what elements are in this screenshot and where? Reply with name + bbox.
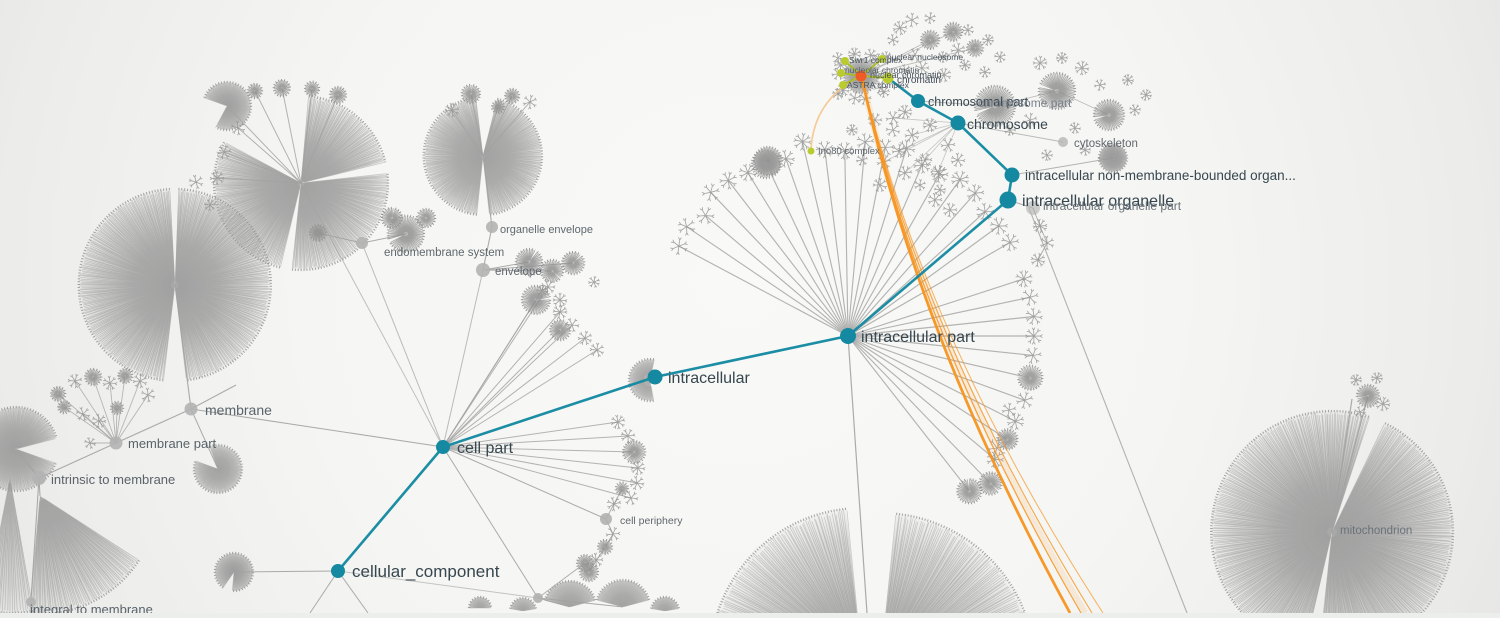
svg-text:chromosome part: chromosome part	[978, 96, 1072, 110]
svg-text:membrane: membrane	[205, 402, 272, 418]
svg-text:endomembrane system: endomembrane system	[384, 247, 504, 259]
svg-text:intracellular part: intracellular part	[861, 329, 975, 346]
svg-text:envelope: envelope	[495, 266, 542, 278]
svg-text:chromosome: chromosome	[967, 116, 1048, 132]
svg-text:cell part: cell part	[457, 440, 514, 457]
svg-text:Ino80 complex: Ino80 complex	[818, 146, 880, 157]
svg-text:ASTRA complex: ASTRA complex	[847, 80, 910, 90]
svg-text:chromatin: chromatin	[897, 75, 941, 86]
svg-text:organelle envelope: organelle envelope	[500, 224, 593, 236]
svg-text:cell periphery: cell periphery	[620, 515, 683, 527]
svg-text:mitochondrion: mitochondrion	[1340, 525, 1412, 537]
svg-text:Swr1 complex: Swr1 complex	[849, 55, 903, 65]
svg-text:nuclear nucleosome: nuclear nucleosome	[887, 52, 963, 62]
svg-text:intrinsic to membrane: intrinsic to membrane	[51, 472, 175, 487]
svg-text:membrane part: membrane part	[128, 436, 217, 451]
svg-text:integral to membrane: integral to membrane	[30, 602, 153, 613]
svg-text:nuclear chromatin: nuclear chromatin	[870, 70, 942, 80]
svg-text:cellular_component: cellular_component	[352, 562, 500, 581]
svg-text:chromosomal part: chromosomal part	[928, 95, 1029, 109]
svg-text:intracellular organelle: intracellular organelle	[1022, 193, 1174, 210]
svg-text:cytoskeleton: cytoskeleton	[1074, 138, 1138, 150]
svg-text:intracellular organelle part: intracellular organelle part	[1043, 199, 1182, 213]
svg-text:nucleolar chromatin: nucleolar chromatin	[845, 65, 919, 75]
svg-text:intracellular: intracellular	[668, 370, 750, 387]
svg-text:intracellular non-membrane-bou: intracellular non-membrane-bounded organ…	[1025, 168, 1296, 183]
